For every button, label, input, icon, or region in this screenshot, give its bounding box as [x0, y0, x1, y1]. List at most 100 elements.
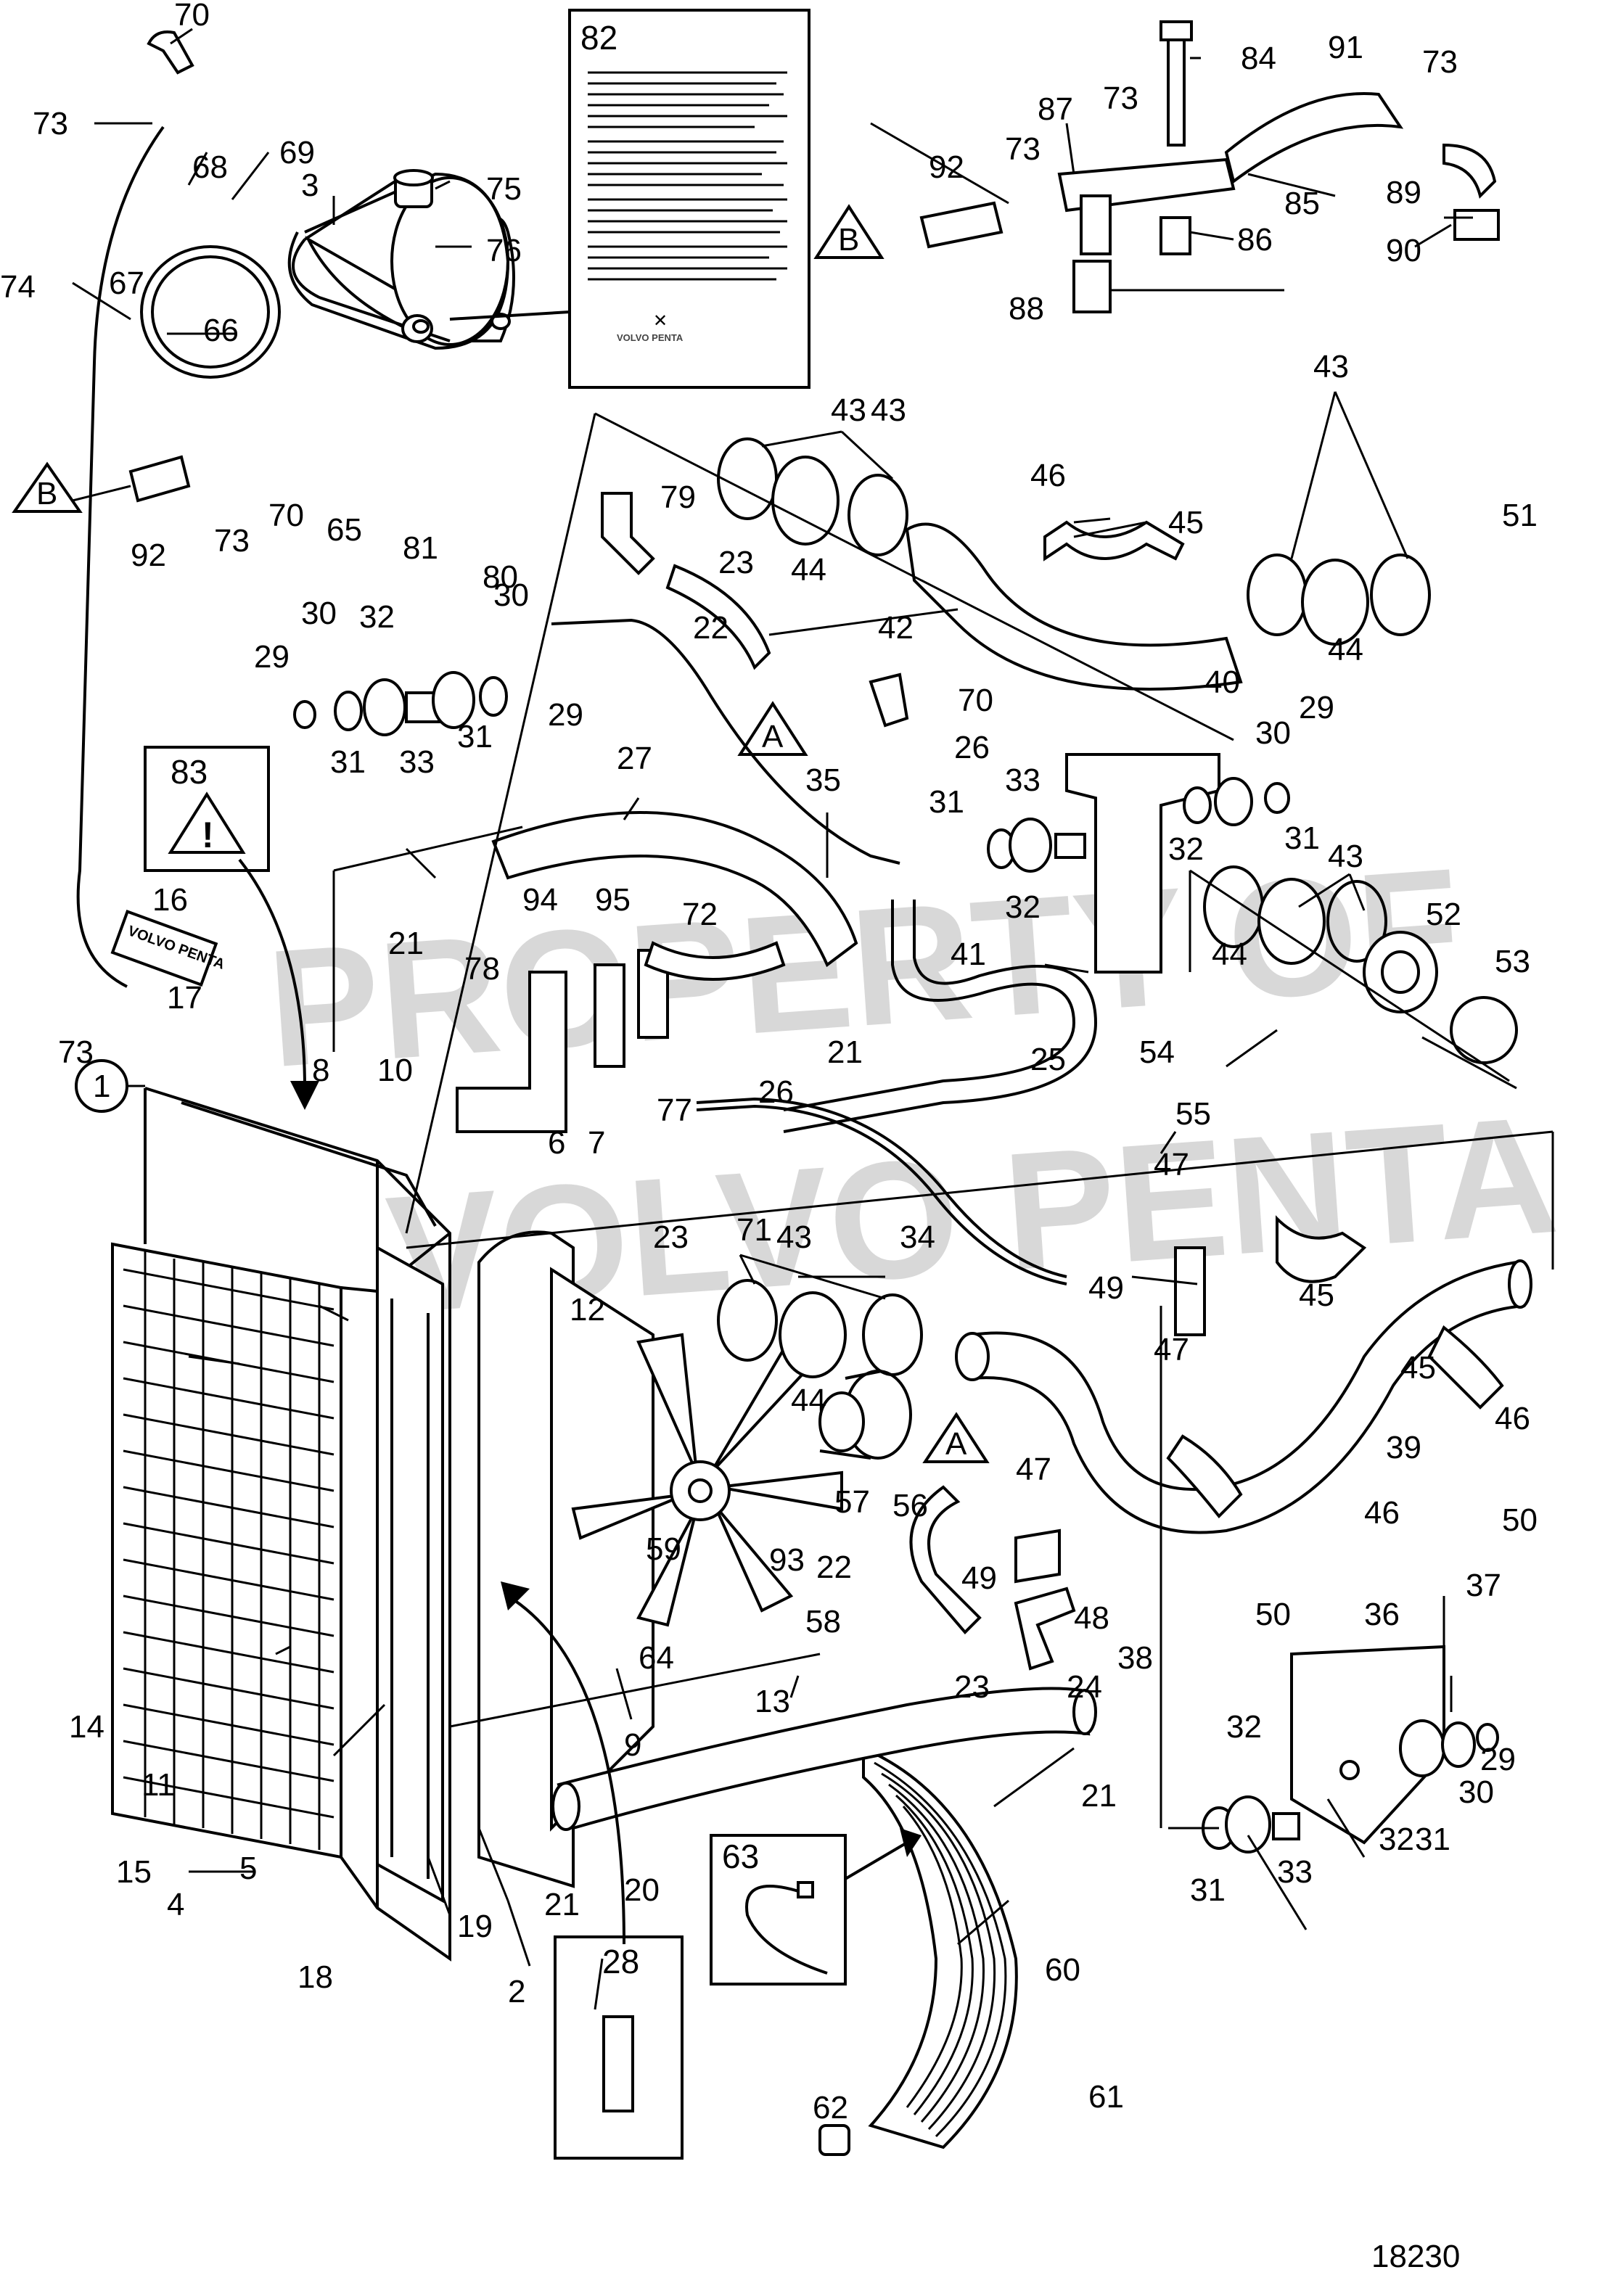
- callout: 30: [301, 596, 337, 631]
- callout: 50: [1255, 1597, 1291, 1632]
- callout: 85: [1284, 186, 1320, 221]
- callout: 26: [758, 1074, 794, 1110]
- callout: 33: [1005, 762, 1041, 798]
- callout: 30: [493, 577, 529, 613]
- arrow-63: [844, 1841, 908, 1880]
- marker-a-low: A: [945, 1426, 967, 1462]
- notice-plate: 82 VOLVO PENTA ✕: [568, 9, 810, 389]
- callout: 64: [639, 1640, 674, 1676]
- callout: 93: [769, 1542, 805, 1578]
- marker-a-mid: A: [762, 719, 784, 754]
- leader-lines: [72, 28, 1517, 2010]
- arrow-83: [238, 858, 306, 1089]
- callout: 21: [827, 1034, 863, 1070]
- callout: 19: [457, 1909, 493, 1944]
- arrow-28: [506, 1595, 625, 1945]
- box-28: 28: [554, 1935, 684, 2160]
- callout: 56: [892, 1488, 928, 1523]
- callout: 30: [1458, 1774, 1494, 1810]
- callout-1: 1: [75, 1059, 145, 1113]
- callout: 39: [1386, 1430, 1421, 1465]
- box-83-number: 83: [171, 753, 208, 791]
- callout: 51: [1502, 498, 1538, 533]
- callout: 32: [1168, 831, 1204, 867]
- callout: 44: [791, 1383, 826, 1418]
- callout: 32: [1005, 889, 1041, 925]
- callout: 43: [831, 392, 866, 428]
- box-63-number: 63: [722, 1838, 759, 1875]
- callout: 73: [33, 106, 68, 141]
- callout: 43: [1328, 839, 1363, 874]
- callout: 12: [570, 1292, 605, 1328]
- callout: 25: [1030, 1042, 1066, 1077]
- notice-plate-number: 82: [580, 19, 617, 57]
- callout: 23: [718, 545, 754, 580]
- callout: 73: [58, 1034, 94, 1070]
- callout: 29: [1480, 1742, 1516, 1777]
- callout: 31: [457, 719, 493, 754]
- figure-number: 18230: [1371, 2239, 1460, 2274]
- callout: 46: [1030, 458, 1066, 493]
- callout: 81: [403, 530, 438, 566]
- marker-b-top: B: [838, 222, 859, 258]
- callout: 70: [958, 683, 993, 718]
- callout: 14: [69, 1709, 104, 1745]
- expansion-tank: [287, 172, 570, 350]
- callout: 21: [1081, 1778, 1117, 1814]
- hose-66: [140, 245, 281, 379]
- callout: 55: [1175, 1096, 1211, 1132]
- callout: 72: [682, 897, 718, 932]
- callout: 23: [954, 1669, 990, 1705]
- callout: 70: [268, 498, 304, 533]
- callout: 48: [1074, 1600, 1109, 1636]
- callout: 66: [203, 313, 239, 348]
- callout: 42: [878, 610, 914, 646]
- callout: 49: [1088, 1270, 1124, 1306]
- callout: 57: [834, 1484, 870, 1520]
- callout: 74: [0, 269, 36, 305]
- svg-text:✕: ✕: [653, 311, 668, 331]
- callout: 62: [813, 2090, 848, 2126]
- callout: 31: [1284, 820, 1320, 856]
- callout: 73: [1005, 131, 1041, 167]
- callout: 47: [1016, 1452, 1051, 1487]
- callout: 16: [152, 882, 188, 918]
- callout: 45: [1299, 1277, 1334, 1313]
- callout: 20: [624, 1872, 660, 1908]
- callout: 87: [1038, 91, 1073, 127]
- callout: 59: [646, 1531, 681, 1567]
- callout: 2: [508, 1974, 525, 2009]
- callout: 32: [359, 599, 395, 635]
- brackets: [456, 520, 1504, 1845]
- callout: 45: [1400, 1350, 1436, 1386]
- callout: 29: [1299, 690, 1334, 725]
- svg-text:1: 1: [93, 1069, 110, 1104]
- callout: 65: [327, 512, 362, 548]
- decal-16: VOLVO PENTA: [110, 910, 226, 987]
- callout: 9: [624, 1727, 641, 1763]
- fan: [571, 1333, 843, 1627]
- callout: 22: [693, 610, 728, 646]
- callout: 21: [544, 1887, 580, 1922]
- callout: 41: [951, 937, 986, 972]
- callout: 32: [1379, 1822, 1414, 1857]
- box-83: 83 !: [144, 746, 270, 872]
- callout: 67: [109, 266, 144, 301]
- callout: 49: [961, 1560, 997, 1596]
- radiator: [111, 1087, 451, 1962]
- callout: 10: [377, 1053, 413, 1088]
- callout: 3: [301, 168, 319, 203]
- callout: 68: [192, 149, 228, 185]
- callout: 44: [1212, 937, 1247, 972]
- callout: 60: [1045, 1952, 1080, 1988]
- callout: 58: [805, 1604, 841, 1639]
- callout: 31: [929, 784, 964, 820]
- callout: 44: [1328, 632, 1363, 667]
- clamps: [717, 437, 1518, 1378]
- marker-b-left: B: [36, 476, 57, 511]
- fittings: [147, 20, 1500, 2156]
- callout: 5: [239, 1851, 257, 1886]
- callout: 38: [1117, 1640, 1153, 1676]
- callout: 4: [167, 1887, 184, 1922]
